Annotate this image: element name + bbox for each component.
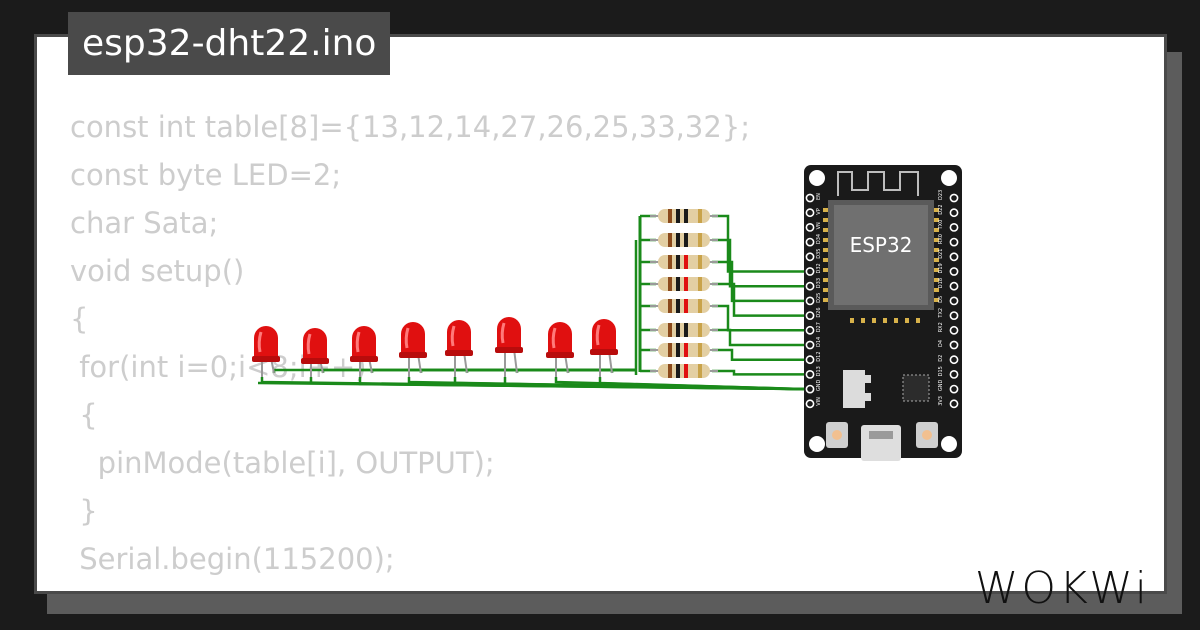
pin-d27[interactable]: [805, 325, 815, 335]
pin-d12[interactable]: [805, 355, 815, 365]
pin-d5[interactable]: [949, 296, 959, 306]
code-line: char Sata;: [70, 206, 219, 240]
led[interactable]: [252, 326, 280, 362]
code-line: const int table[8]={13,12,14,27,26,25,33…: [70, 110, 751, 144]
code-line: Serial.begin(115200);: [70, 542, 395, 576]
pin-en[interactable]: [805, 193, 815, 203]
file-tab[interactable]: esp32-dht22.ino: [68, 12, 391, 75]
chip-label: ESP32: [850, 233, 913, 257]
pin-label: D35: [816, 249, 822, 259]
led[interactable]: [350, 326, 378, 362]
pin-d26[interactable]: [805, 311, 815, 320]
resistor[interactable]: [650, 299, 718, 313]
pin-3v3[interactable]: [949, 399, 959, 409]
pin-d21[interactable]: [949, 252, 959, 262]
resistor[interactable]: [650, 255, 718, 269]
pin-label: VN: [816, 222, 822, 229]
led[interactable]: [590, 319, 618, 355]
pin-label: D13: [816, 366, 822, 376]
led[interactable]: [546, 322, 574, 358]
pin-d18[interactable]: [949, 281, 959, 291]
pin-d4[interactable]: [949, 340, 959, 350]
led[interactable]: [399, 322, 427, 358]
code-line: Serial.println("Hello");: [70, 583, 750, 591]
resistor[interactable]: [650, 343, 718, 357]
esp32-chip: [834, 205, 928, 305]
pin-label: D32: [816, 263, 822, 273]
led[interactable]: [495, 317, 523, 353]
pin-gnd[interactable]: [949, 384, 959, 394]
pin-d32[interactable]: [805, 267, 815, 276]
pin-d15[interactable]: [949, 369, 959, 379]
pin-d25[interactable]: [805, 296, 815, 306]
code-editor: const int table[8]={13,12,14,27,26,25,33…: [70, 103, 751, 591]
pin-label: VIN: [816, 397, 822, 406]
pin-label: D2: [938, 355, 944, 362]
pin-label: RX0: [938, 234, 944, 244]
pin-label: D4: [938, 340, 944, 347]
pin-label: D26: [816, 307, 822, 317]
pin-gnd[interactable]: [805, 384, 815, 394]
pin-d23[interactable]: [949, 193, 959, 203]
pin-d22[interactable]: [949, 208, 959, 218]
pin-label: D19: [938, 263, 944, 273]
pin-label: D25: [816, 293, 822, 303]
pin-d34[interactable]: [805, 237, 815, 247]
pin-label: EN: [816, 193, 822, 200]
pin-label: D14: [816, 337, 822, 347]
led[interactable]: [301, 328, 329, 364]
pin-label: D21: [938, 249, 944, 259]
usb-port: [861, 425, 901, 461]
pin-vin[interactable]: [805, 399, 815, 409]
pin-label: D23: [938, 190, 944, 200]
pin-label: D5: [938, 296, 944, 303]
resistor[interactable]: [650, 233, 718, 247]
resistor[interactable]: [650, 277, 718, 291]
pin-vn[interactable]: [805, 222, 815, 232]
pin-label: D15: [938, 366, 944, 376]
pin-tx0[interactable]: [949, 222, 959, 232]
pin-label: TX0: [938, 220, 944, 231]
code-line: {: [70, 302, 89, 336]
wokwi-logo: WOKWi: [974, 563, 1150, 614]
pin-d13[interactable]: [805, 369, 815, 379]
pin-d35[interactable]: [805, 252, 815, 262]
pin-label: GND: [816, 379, 822, 391]
pin-label: VP: [816, 208, 822, 214]
pin-label: D12: [816, 351, 822, 361]
pin-label: D22: [938, 204, 944, 214]
resistor[interactable]: [650, 364, 718, 378]
code-line: void setup(): [70, 254, 245, 288]
pin-d2[interactable]: [949, 355, 959, 365]
pin-label: D18: [938, 278, 944, 288]
pin-tx2[interactable]: [949, 311, 959, 320]
pin-d33[interactable]: [805, 281, 815, 291]
pin-d19[interactable]: [949, 267, 959, 276]
leds: [252, 317, 618, 377]
pin-label: TX2: [938, 308, 944, 319]
pin-label: GND: [938, 379, 944, 391]
esp32-board[interactable]: ESP32 ENVPVND34D35D32D33D25D26D27D14D12D…: [804, 165, 962, 461]
code-line: {: [70, 398, 98, 432]
wires: [257, 214, 807, 391]
pin-label: RX2: [938, 322, 944, 332]
led[interactable]: [445, 320, 473, 356]
pin-rx2[interactable]: [949, 325, 959, 335]
pin-label: D34: [816, 234, 822, 244]
code-line: }: [70, 494, 98, 528]
pin-label: D27: [816, 322, 822, 332]
pin-vp[interactable]: [805, 208, 815, 218]
pin-d14[interactable]: [805, 340, 815, 350]
resistor[interactable]: [650, 323, 718, 337]
resistor[interactable]: [650, 209, 718, 223]
pin-rx0[interactable]: [949, 237, 959, 247]
preview-card: const int table[8]={13,12,14,27,26,25,33…: [34, 34, 1167, 594]
pin-label: 3V3: [938, 396, 944, 406]
resistors: [650, 209, 718, 378]
pin-label: D33: [816, 278, 822, 288]
code-line: const byte LED=2;: [70, 158, 342, 192]
code-line: pinMode(table[i], OUTPUT);: [70, 446, 495, 480]
